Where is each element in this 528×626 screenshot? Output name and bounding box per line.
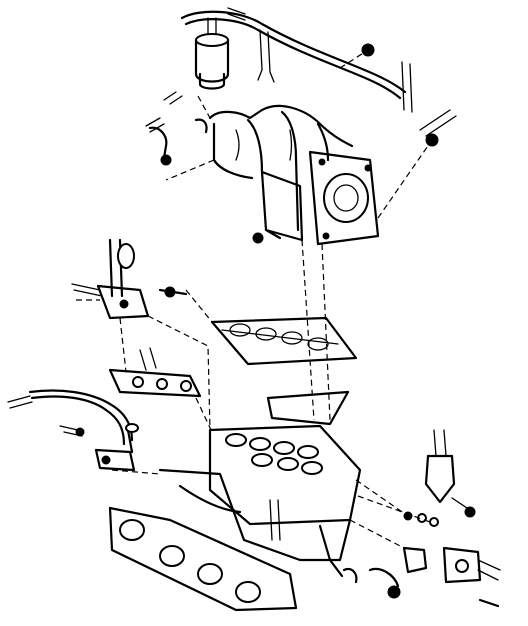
vacuum-canister — [194, 17, 230, 90]
fuel-line — [7, 389, 134, 446]
injector-rail — [108, 347, 202, 398]
fuel-pressure-regulator — [59, 423, 139, 472]
upper-intake-plenum — [208, 104, 380, 246]
bracket-assembly — [71, 238, 188, 320]
plenum-gasket — [210, 316, 358, 366]
idle-air-control-valve — [424, 429, 476, 518]
vacuum-hose-harness — [180, 7, 413, 113]
throttle-gasket — [266, 390, 350, 426]
throttle-position-sensor — [442, 546, 501, 584]
alignment-lines — [76, 49, 433, 549]
port-flange — [108, 506, 298, 612]
washers-and-bolt — [387, 511, 500, 608]
sensor-bracket — [342, 546, 428, 588]
lower-intake-manifold — [158, 424, 362, 578]
